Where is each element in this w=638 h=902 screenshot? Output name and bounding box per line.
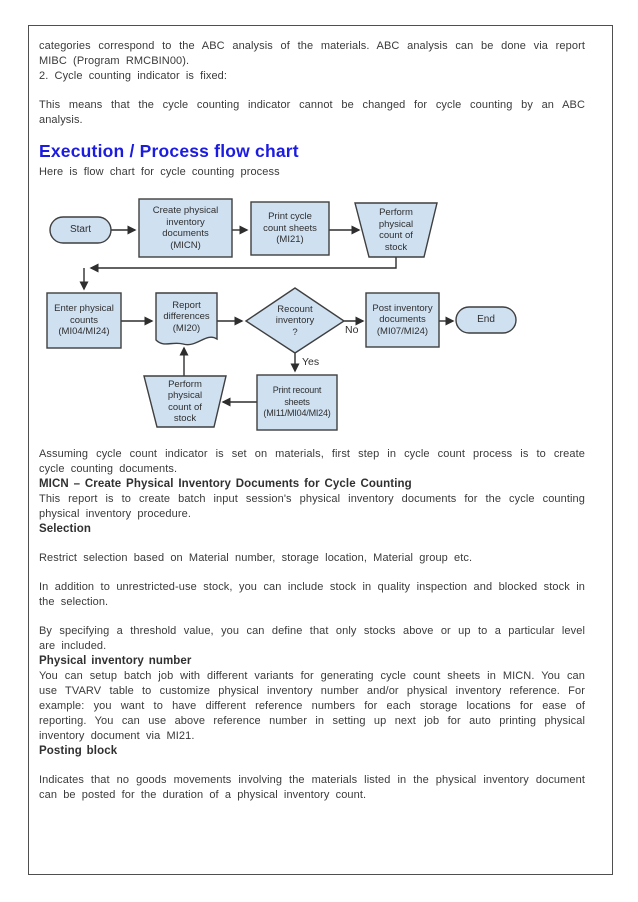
page-title: Execution / Process flow chart — [39, 141, 299, 161]
page-frame: categories correspond to the ABC analysi… — [28, 25, 613, 875]
intro-paragraph-3: This means that the cycle counting indic… — [39, 99, 585, 126]
flowchart-node-print-recount: Print recount sheets (MI11/MI04/MI24) — [263, 385, 331, 419]
recount-decision-diamond — [244, 287, 346, 354]
flowchart-caption: Here is flow chart for cycle counting pr… — [39, 166, 280, 178]
flowchart-node-perform-count-top: Perform physical count of stock — [378, 207, 414, 253]
posting-block-paragraph: Indicates that no goods movements involv… — [39, 774, 585, 801]
flowchart-node-recount-decision: Recount inventory ? — [275, 303, 315, 338]
flowchart: Start Create physical inventory document… — [29, 190, 587, 440]
flowchart-label-no: No — [345, 324, 359, 336]
physical-inventory-number-heading: Physical inventory number — [39, 655, 192, 667]
intro-paragraph-2: 2. Cycle counting indicator is fixed: — [39, 70, 228, 82]
posting-block-heading: Posting block — [39, 745, 118, 757]
flowchart-node-start: Start — [69, 224, 92, 236]
flowchart-label-yes: Yes — [302, 356, 320, 368]
flowchart-node-print-sheets: Print cycle count sheets (MI21) — [263, 211, 317, 246]
flowchart-node-create-docs: Create physical inventory documents (MIC… — [152, 205, 219, 251]
print-sheets-shape — [250, 201, 330, 256]
selection-paragraph-1: Restrict selection based on Material num… — [39, 552, 473, 564]
flowchart-node-perform-count-bottom: Perform physical count of stock — [167, 378, 203, 425]
selection-heading: Selection — [39, 523, 92, 535]
start-shape — [49, 216, 112, 244]
selection-paragraph-3: By specifying a threshold value, you can… — [39, 625, 585, 652]
post-docs-shape — [365, 292, 440, 348]
physical-inventory-number-paragraph: You can setup batch job with different v… — [39, 670, 585, 742]
print-recount-shape — [256, 374, 338, 431]
flowchart-node-report-diff: Report differences (MI20) — [163, 299, 210, 334]
perform-count-top-shape — [354, 202, 438, 258]
selection-paragraph-2: In addition to unrestricted-use stock, y… — [39, 581, 585, 608]
micn-heading: MICN – Create Physical Inventory Documen… — [39, 478, 412, 490]
flowchart-node-enter-counts: Enter physical counts (MI04/MI24) — [54, 303, 114, 338]
enter-counts-shape — [46, 292, 122, 349]
flowchart-node-post-docs: Post inventory documents (MI07/MI24) — [372, 302, 433, 337]
micn-paragraph: This report is to create batch input ses… — [39, 493, 585, 520]
report-diff-document-shape — [155, 292, 218, 346]
flowchart-node-end: End — [477, 314, 495, 326]
end-shape — [455, 306, 517, 334]
assuming-paragraph: Assuming cycle count indicator is set on… — [39, 448, 585, 475]
create-docs-shape — [138, 198, 233, 258]
intro-paragraph-1: categories correspond to the ABC analysi… — [39, 40, 585, 67]
edge-perform-return-horizontal — [89, 257, 397, 273]
flowchart-canvas — [46, 198, 517, 431]
perform-count-bottom-shape — [143, 375, 227, 428]
